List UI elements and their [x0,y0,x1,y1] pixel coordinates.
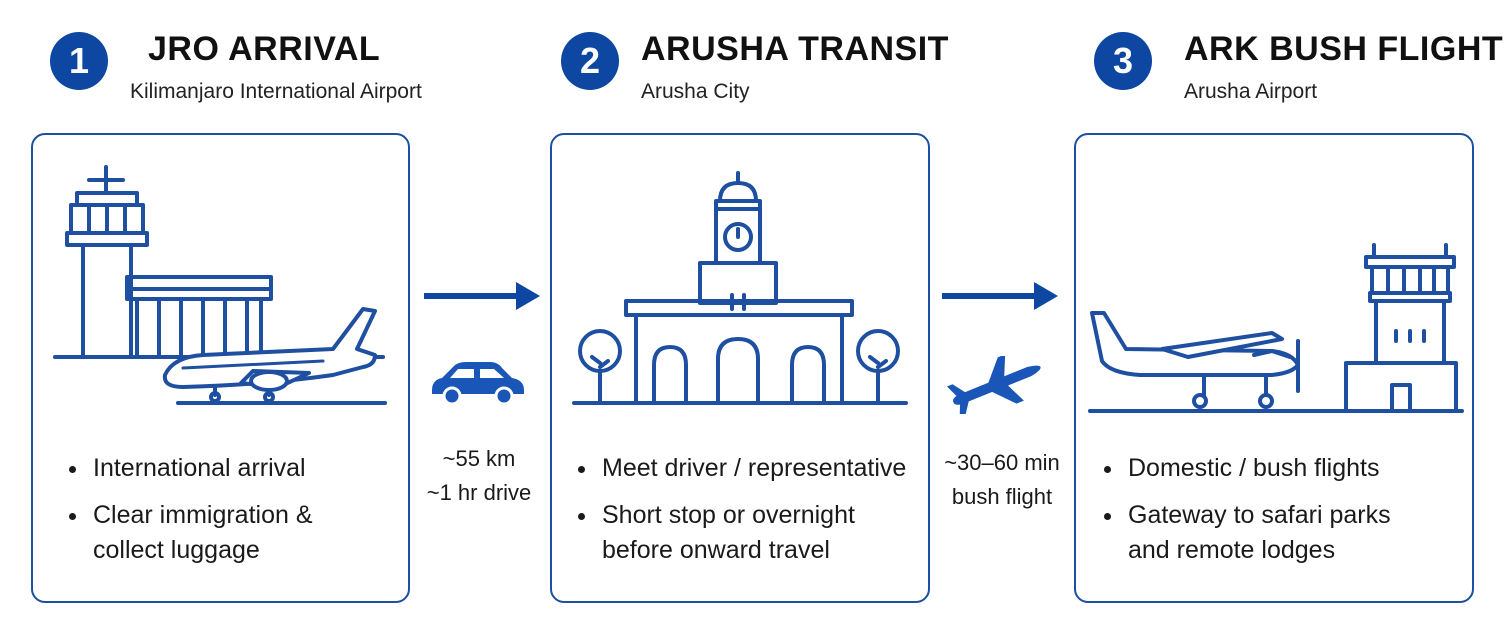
step-3-subtitle: Arusha Airport [1184,80,1318,103]
list-item: Domestic / bush flights [1104,451,1418,486]
list-item: Clear immigration & collect luggage [69,498,343,568]
step-2-card: Meet driver / representative Short stop … [550,133,930,603]
step-3-number-badge: 3 [1094,32,1152,90]
step-1-bullets: International arrival Clear immigration … [69,451,343,580]
connector-2-arrow [942,282,1058,310]
connector-2-label: ~30–60 min bush flight [932,446,1072,514]
step-1-subtitle: Kilimanjaro International Airport [130,80,422,103]
clock-tower-building-icon [572,171,908,405]
step-2-subtitle: Arusha City [641,80,750,103]
step-2-number-badge: 2 [561,32,619,90]
step-1-number-badge: 1 [50,32,108,90]
connector-2-mode: bush flight [951,484,1053,509]
connector-2-duration: ~30–60 min [944,450,1060,475]
connector-1-label: ~55 km ~1 hr drive [414,442,544,510]
step-3-card: Domestic / bush flights Gateway to safar… [1074,133,1474,603]
list-item: Gateway to safari parks and remote lodge… [1104,498,1418,568]
step-1-title: JRO ARRIVAL [148,30,381,68]
list-item: Meet driver / representative [578,451,906,486]
airplane-icon [946,356,1041,414]
car-icon [432,362,524,406]
connector-1-duration: ~1 hr drive [426,480,532,505]
step-2-bullets: Meet driver / representative Short stop … [578,451,906,580]
list-item: International arrival [69,451,343,486]
step-3-title: ARK BUSH FLIGHT [1184,30,1504,68]
step-3-bullets: Domestic / bush flights Gateway to safar… [1104,451,1418,580]
connector-1-arrow [424,282,540,310]
step-2-title: ARUSHA TRANSIT [641,30,949,68]
step-1-card: International arrival Clear immigration … [31,133,410,603]
small-plane-tower-icon [1088,243,1464,413]
connector-1-distance: ~55 km [442,446,516,471]
airport-terminal-icon [53,165,387,405]
list-item: Short stop or overnight before onward tr… [578,498,892,568]
